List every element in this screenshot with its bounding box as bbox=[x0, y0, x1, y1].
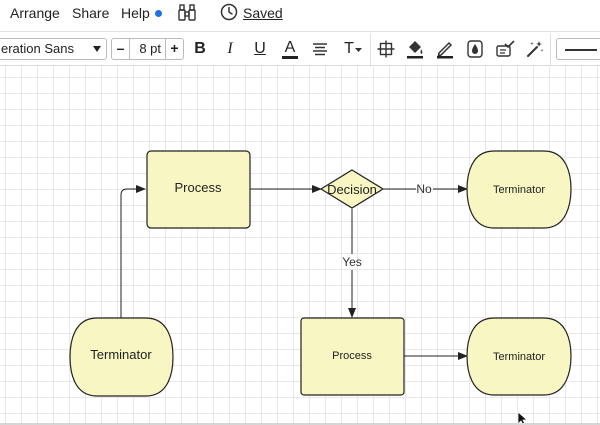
process-label: Process bbox=[332, 350, 372, 362]
italic-label: I bbox=[227, 40, 233, 57]
format-toolbar: eration Sans – 8 pt + B I U A T bbox=[0, 31, 600, 66]
drop-icon bbox=[467, 40, 483, 58]
clock-icon bbox=[220, 3, 238, 21]
fill-color-button[interactable] bbox=[404, 38, 426, 60]
font-size-decrease-button[interactable]: – bbox=[112, 39, 130, 59]
line-color-button[interactable] bbox=[434, 38, 456, 60]
italic-button[interactable]: I bbox=[219, 38, 241, 60]
style-check-icon bbox=[496, 40, 515, 57]
font-color-button[interactable]: A bbox=[279, 38, 301, 60]
paint-bucket-icon bbox=[407, 41, 423, 59]
menu-bar: Arrange Share Help Saved bbox=[0, 0, 600, 28]
process-label: Process bbox=[175, 180, 222, 195]
terminator-label: Terminator bbox=[493, 184, 545, 196]
magic-wand-icon bbox=[527, 41, 544, 57]
bold-button[interactable]: B bbox=[189, 38, 211, 60]
line-style-select[interactable] bbox=[556, 38, 600, 60]
font-size-input[interactable]: 8 pt bbox=[139, 41, 161, 56]
terminator-shape[interactable]: Terminator bbox=[69, 317, 174, 397]
menu-share[interactable]: Share bbox=[72, 5, 110, 21]
font-color-swatch bbox=[282, 55, 298, 59]
chevron-down-icon bbox=[93, 46, 101, 52]
text-options-button[interactable]: T bbox=[340, 38, 366, 60]
font-size-increase-button[interactable]: + bbox=[165, 39, 183, 59]
caret-down-icon bbox=[354, 47, 362, 52]
process-shape[interactable]: Process bbox=[146, 150, 251, 229]
notification-dot bbox=[155, 10, 162, 17]
underline-button[interactable]: U bbox=[249, 38, 271, 60]
saved-status-link[interactable]: Saved bbox=[243, 5, 283, 21]
font-family-value: eration Sans bbox=[1, 41, 74, 56]
line-style-preview bbox=[565, 49, 597, 51]
font-color-label: A bbox=[284, 38, 296, 56]
decision-label: Decision bbox=[327, 182, 377, 197]
bold-label: B bbox=[194, 40, 206, 57]
canvas-bottom-border bbox=[0, 423, 600, 425]
terminator-shape[interactable]: Terminator bbox=[466, 317, 572, 396]
font-family-select[interactable]: eration Sans bbox=[0, 38, 107, 60]
menu-help[interactable]: Help bbox=[121, 5, 150, 21]
text-options-label: T bbox=[344, 40, 354, 57]
decision-shape[interactable]: Decision bbox=[319, 169, 385, 209]
pen-icon bbox=[437, 41, 453, 59]
terminator-label: Terminator bbox=[90, 347, 152, 362]
menu-arrange[interactable]: Arrange bbox=[10, 5, 60, 21]
toolbar-divider bbox=[370, 34, 371, 65]
text-align-button[interactable] bbox=[309, 38, 331, 60]
crosshair-frame-icon bbox=[377, 40, 395, 58]
underline-label: U bbox=[254, 40, 266, 57]
process-shape[interactable]: Process bbox=[300, 317, 405, 396]
style-button[interactable] bbox=[494, 38, 516, 60]
magic-button[interactable] bbox=[524, 38, 546, 60]
terminator-label: Terminator bbox=[493, 351, 545, 363]
terminator-shape[interactable]: Terminator bbox=[466, 150, 572, 229]
toolbar-divider bbox=[550, 34, 551, 65]
binoculars-icon[interactable] bbox=[178, 3, 196, 23]
position-button[interactable] bbox=[375, 38, 397, 60]
opacity-button[interactable] bbox=[464, 38, 486, 60]
align-center-icon bbox=[313, 43, 327, 56]
font-size-stepper: – 8 pt + bbox=[111, 38, 184, 60]
